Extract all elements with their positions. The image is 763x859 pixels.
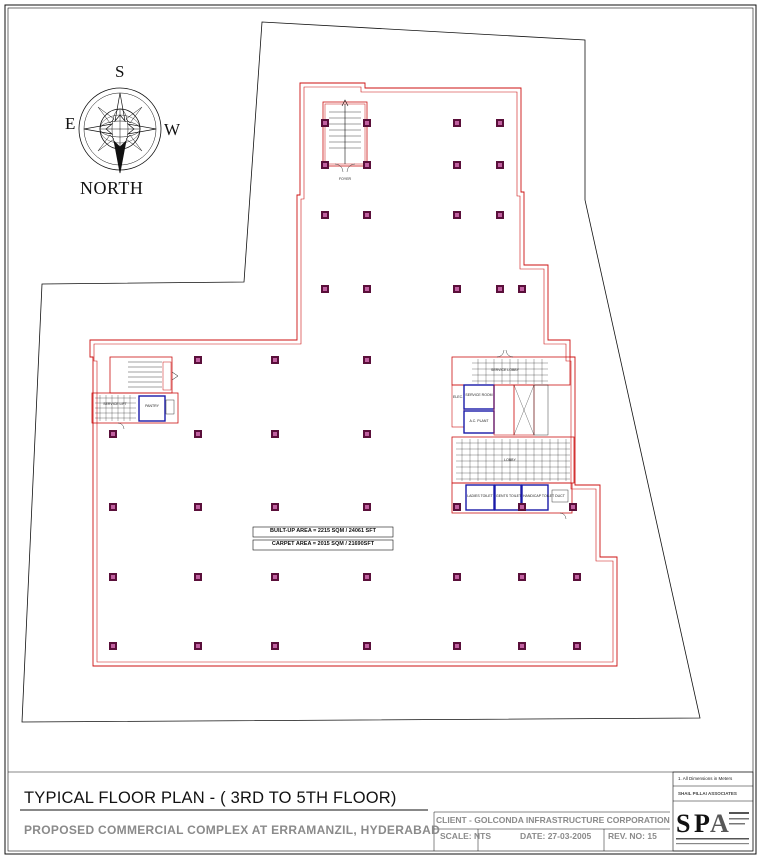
building-outline-outer: [89, 82, 618, 667]
column-core: [571, 505, 575, 509]
column-core: [111, 575, 115, 579]
duct-label: DUCT: [555, 494, 565, 498]
dimension-note: 1. All Dimensions in Meters: [678, 776, 733, 781]
column-core: [455, 163, 459, 167]
svg-text:A: A: [710, 809, 729, 838]
column-core: [365, 121, 369, 125]
client-name: CLIENT - GOLCONDA INFRASTRUCTURE CORPORA…: [436, 815, 670, 825]
firm-box: [672, 771, 754, 852]
column-core: [498, 121, 502, 125]
column-core: [111, 505, 115, 509]
built-up-area-label: BUILT-UP AREA = 2215 SQM / 24061 SFT: [270, 528, 376, 534]
ac-plant-label: A.C. PLANT: [469, 419, 489, 423]
structural-columns: [109, 119, 581, 650]
carpet-area-label: CARPET AREA = 2015 SQM / 21690SFT: [271, 541, 375, 547]
column-core: [455, 213, 459, 217]
handicap-toilet-label: HANDICAP TOILET: [523, 494, 555, 498]
date-label: DATE: 27-03-2005: [520, 831, 592, 841]
column-core: [365, 213, 369, 217]
drawing-title: TYPICAL FLOOR PLAN - ( 3RD TO 5TH FLOOR): [24, 789, 397, 807]
column-core: [365, 358, 369, 362]
column-core: [455, 644, 459, 648]
built-up-area-box: [252, 526, 394, 538]
drawing-subtitle: PROPOSED COMMERCIAL COMPLEX AT ERRAMANZI…: [24, 823, 441, 837]
column-core: [196, 505, 200, 509]
compass-south-label: S: [115, 62, 125, 81]
pantry-label: PANTRY: [145, 404, 159, 408]
column-core: [273, 505, 277, 509]
building-outline-inner: [93, 86, 614, 663]
stair-core-west: [91, 356, 179, 430]
service-lift-label: SERVICE LIFT: [103, 402, 127, 406]
column-core: [365, 287, 369, 291]
column-core: [455, 121, 459, 125]
gents-toilet-label: GENTS TOILET: [496, 494, 522, 498]
column-core: [498, 287, 502, 291]
compass-west-label: W: [164, 120, 181, 139]
column-core: [455, 575, 459, 579]
column-core: [520, 575, 524, 579]
outer-border: [4, 4, 757, 855]
column-core: [365, 432, 369, 436]
column-core: [365, 644, 369, 648]
column-core: [273, 358, 277, 362]
column-core: [575, 644, 579, 648]
scale-label: SCALE: NTS: [440, 831, 491, 841]
column-core: [273, 644, 277, 648]
column-core: [365, 505, 369, 509]
column-core: [365, 575, 369, 579]
firm-name: SHAIL PILLAI ASSOCIATES: [678, 791, 737, 796]
column-core: [455, 505, 459, 509]
column-core: [520, 644, 524, 648]
column-core: [111, 432, 115, 436]
svg-text:S: S: [676, 809, 690, 838]
column-core: [196, 644, 200, 648]
column-core: [273, 575, 277, 579]
svg-text:P: P: [694, 809, 710, 838]
compass-east-label: E: [65, 114, 76, 133]
firm-logo: S P A: [676, 809, 749, 845]
column-core: [575, 575, 579, 579]
elec-label: ELEC.: [453, 395, 464, 399]
column-core: [196, 432, 200, 436]
lobby-label: LOBBY: [504, 458, 516, 462]
column-core: [498, 213, 502, 217]
foyer-label: FOYER: [339, 177, 352, 181]
carpet-area-box: [252, 539, 394, 551]
service-room-label: SERVICE ROOM: [465, 393, 493, 397]
column-core: [196, 575, 200, 579]
site-boundary: [21, 21, 701, 723]
compass-rose: [78, 87, 162, 174]
column-core: [196, 358, 200, 362]
column-core: [365, 163, 369, 167]
inner-border: [7, 7, 754, 852]
service-lobby-label: SERVICE LOBBY: [491, 368, 519, 372]
stair-core-north: FOYER: [322, 99, 368, 181]
compass-north-label: NORTH: [80, 178, 144, 198]
column-core: [323, 163, 327, 167]
column-core: [455, 287, 459, 291]
column-core: [111, 644, 115, 648]
ladies-toilet-label: LADIES TOILET: [467, 494, 493, 498]
revision-label: REV. NO: 15: [608, 831, 657, 841]
column-core: [498, 163, 502, 167]
column-core: [520, 505, 524, 509]
column-core: [273, 432, 277, 436]
column-core: [323, 121, 327, 125]
column-core: [520, 287, 524, 291]
column-core: [323, 213, 327, 217]
service-core-east: [451, 349, 575, 520]
column-core: [323, 287, 327, 291]
